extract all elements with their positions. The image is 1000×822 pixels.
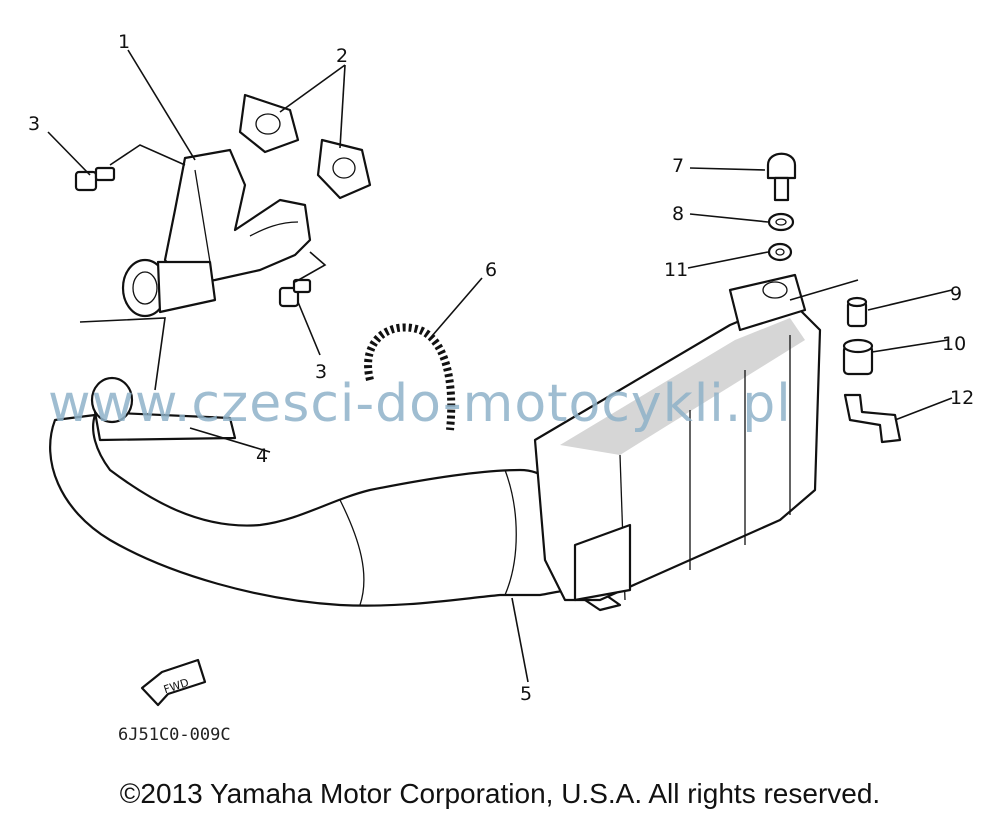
washer xyxy=(767,212,795,232)
spring-washer xyxy=(767,242,793,262)
watermark-text: www.czesci-do-motocykli.pl xyxy=(48,374,792,434)
collar xyxy=(846,296,868,328)
pipe-clamp xyxy=(90,376,237,442)
callout-5: 5 xyxy=(520,683,532,705)
leader-lines xyxy=(47,49,953,683)
callout-6: 6 xyxy=(485,259,497,281)
callout-4: 4 xyxy=(256,445,268,467)
callout-2: 2 xyxy=(336,45,348,67)
copyright-notice: ©2013 Yamaha Motor Corporation, U.S.A. A… xyxy=(119,778,881,809)
exhaust-gasket-rope xyxy=(364,323,456,431)
callout-8: 8 xyxy=(672,203,684,225)
bolt-upper xyxy=(74,166,116,192)
callout-3a: 3 xyxy=(28,113,40,135)
callout-10: 10 xyxy=(942,333,966,355)
callout-1: 1 xyxy=(118,31,130,53)
callout-12: 12 xyxy=(950,387,974,409)
header-pipe xyxy=(121,148,312,318)
gasket-upper xyxy=(238,93,300,154)
callout-9: 9 xyxy=(950,283,962,305)
callout-7: 7 xyxy=(672,155,684,177)
callout-numbers: 1 2 3 3 4 5 6 7 8 11 9 10 12 xyxy=(28,31,974,705)
drawing-code: 6J51C0-009C xyxy=(118,725,231,745)
muffler-bracket xyxy=(843,393,902,444)
callout-3b: 3 xyxy=(315,361,327,383)
damper xyxy=(842,338,874,376)
bolt-lower xyxy=(278,278,312,308)
callout-11: 11 xyxy=(664,259,688,281)
gasket-lower xyxy=(316,138,372,200)
muffler-assembly xyxy=(49,273,822,612)
forward-arrow: FWD xyxy=(140,658,207,707)
bolt-top xyxy=(766,152,797,202)
